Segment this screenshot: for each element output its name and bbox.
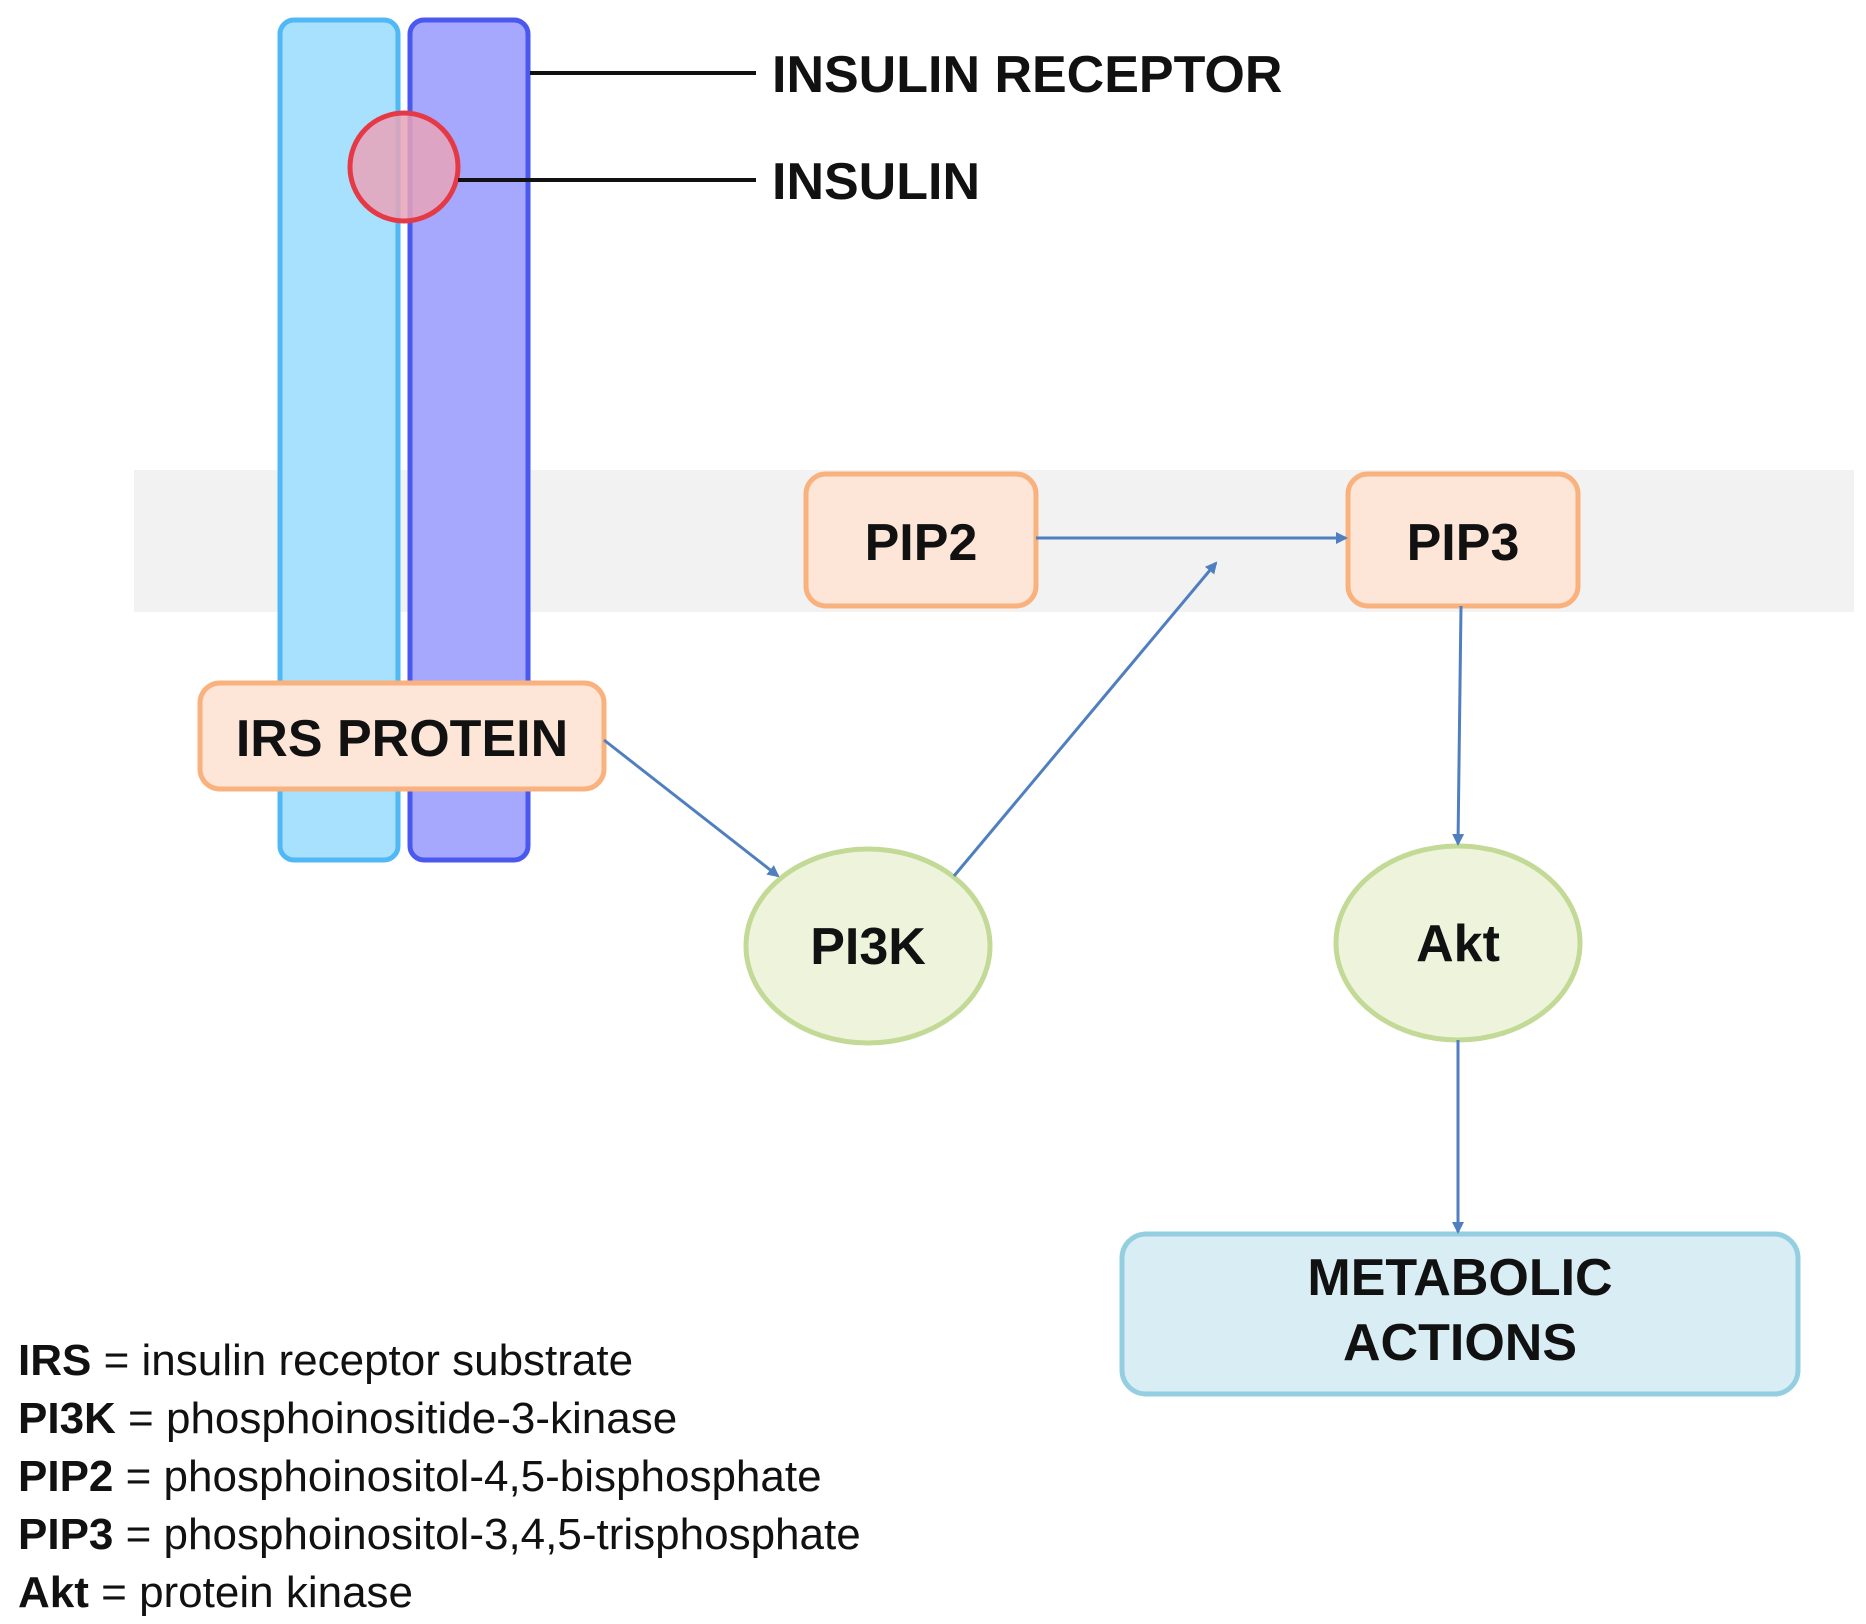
pip2-box	[803, 471, 1039, 609]
legend-meaning: phosphoinositide-3-kinase	[165, 1394, 678, 1443]
legend-meaning: insulin receptor substrate	[141, 1336, 634, 1385]
pi3k-label: PI3K	[810, 918, 926, 976]
arrow-pi3k-to-pip-conversion	[952, 561, 1218, 877]
metabolic-actions-box	[1119, 1231, 1801, 1397]
arrow-irs-to-pi3k	[603, 738, 780, 878]
arrow-pip3-to-akt	[1452, 605, 1465, 846]
insulin-molecule	[347, 110, 461, 224]
legend-sep: =	[113, 1452, 164, 1501]
legend-abbr: IRS	[18, 1336, 92, 1385]
insulin-receptor-right-subunit	[407, 17, 531, 863]
insulin-receptor-left-subunit	[277, 17, 401, 863]
legend-abbr: PI3K	[18, 1394, 116, 1443]
legend-meaning: protein kinase	[139, 1568, 414, 1617]
legend-row-irs: IRS = insulin receptor substrate	[18, 1332, 861, 1390]
legend-sep: =	[88, 1568, 140, 1617]
legend-abbr: PIP3	[18, 1510, 114, 1559]
legend-sep: =	[115, 1394, 166, 1443]
akt-label: Akt	[1416, 915, 1500, 973]
legend-meaning: phosphoinositol-3,4,5-trisphosphate	[163, 1510, 861, 1559]
abbreviation-legend: IRS = insulin receptor substrate PI3K = …	[18, 1332, 861, 1622]
legend-meaning: phosphoinositol-4,5-bisphosphate	[163, 1452, 822, 1501]
legend-abbr: PIP2	[18, 1452, 114, 1501]
legend-row-pip2: PIP2 = phosphoinositol-4,5-bisphosphate	[18, 1448, 861, 1506]
irs-protein-box	[197, 680, 607, 792]
metabolic-actions-label-line1: METABOLIC	[1307, 1249, 1612, 1307]
legend-row-akt: Akt = protein kinase	[18, 1564, 861, 1622]
insulin-label: INSULIN	[772, 153, 980, 211]
pip3-box	[1345, 471, 1581, 609]
pip2-label: PIP2	[865, 514, 978, 572]
legend-abbr: Akt	[18, 1568, 89, 1617]
legend-row-pi3k: PI3K = phosphoinositide-3-kinase	[18, 1390, 861, 1448]
irs-protein-label: IRS PROTEIN	[236, 710, 568, 768]
pip3-label: PIP3	[1407, 514, 1520, 572]
insulin-receptor-label: INSULIN RECEPTOR	[772, 46, 1282, 104]
legend-sep: =	[113, 1510, 164, 1559]
legend-row-pip3: PIP3 = phosphoinositol-3,4,5-trisphospha…	[18, 1506, 861, 1564]
legend-sep: =	[91, 1336, 142, 1385]
metabolic-actions-label-line2: ACTIONS	[1343, 1314, 1577, 1372]
pi3k-node	[743, 846, 993, 1046]
